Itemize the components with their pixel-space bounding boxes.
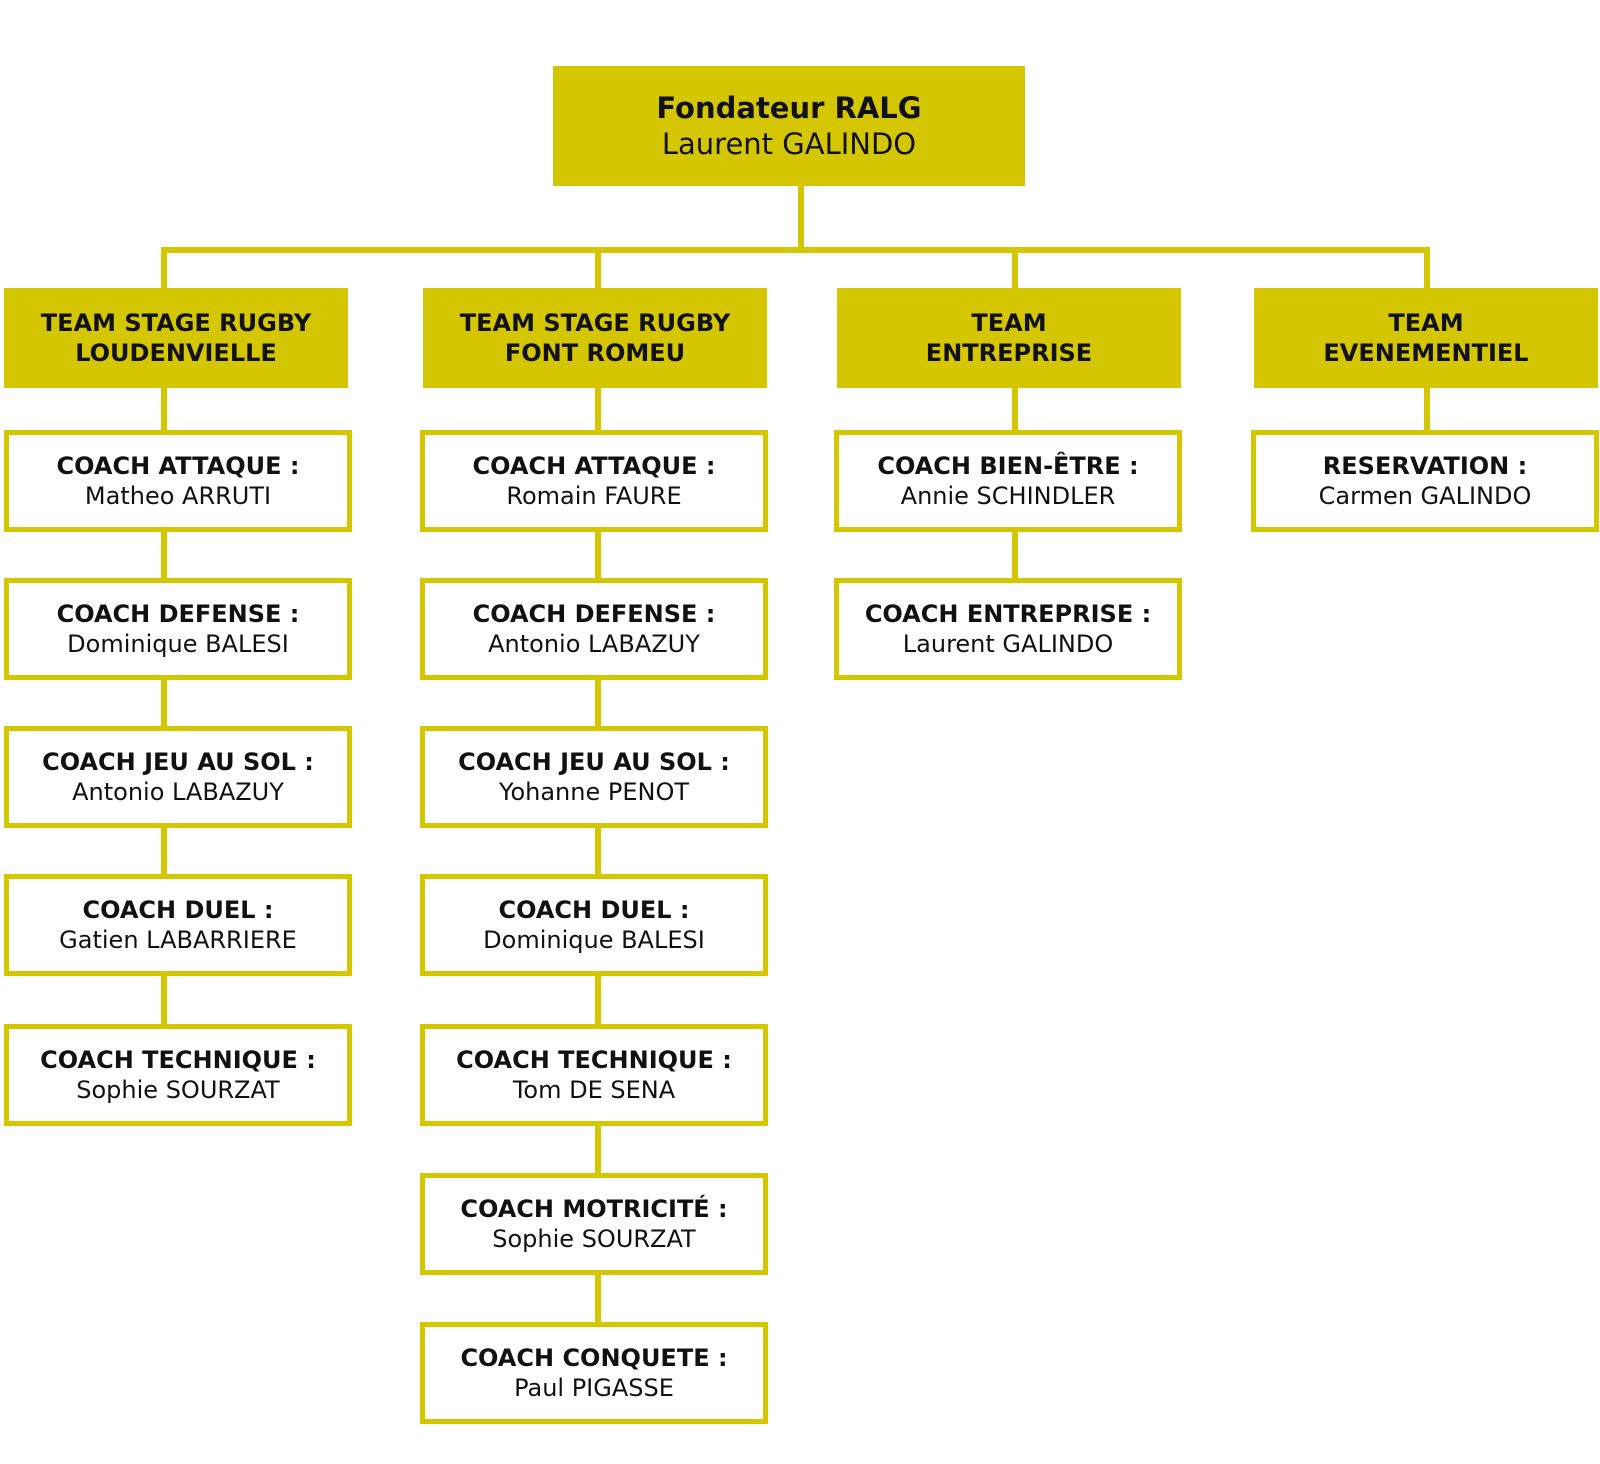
member-role: COACH DEFENSE : (56, 600, 300, 628)
member-role: COACH TECHNIQUE : (40, 1046, 316, 1074)
team-title-line: ENTREPRISE (925, 339, 1093, 367)
member-box: RESERVATION :Carmen GALINDO (1251, 430, 1599, 532)
member-box: COACH ENTREPRISE :Laurent GALINDO (834, 578, 1182, 680)
member-name: Matheo ARRUTI (84, 482, 272, 510)
member-role: COACH JEU AU SOL : (42, 748, 314, 776)
team-title-line: TEAM STAGE RUGBY (40, 309, 312, 337)
team-title-line: TEAM STAGE RUGBY (459, 309, 731, 337)
member-role: COACH DUEL : (498, 896, 690, 924)
member-role: COACH TECHNIQUE : (456, 1046, 732, 1074)
member-role: COACH ENTREPRISE : (864, 600, 1152, 628)
member-name: Romain FAURE (506, 482, 682, 510)
member-name: Paul PIGASSE (514, 1374, 674, 1402)
member-name: Laurent GALINDO (902, 630, 1114, 658)
member-box: COACH ATTAQUE :Matheo ARRUTI (4, 430, 352, 532)
member-name: Antonio LABAZUY (72, 778, 284, 806)
root-box: Fondateur RALG Laurent GALINDO (553, 66, 1025, 186)
member-name: Gatien LABARRIERE (59, 926, 297, 954)
member-name: Sophie SOURZAT (492, 1225, 696, 1253)
member-role: COACH JEU AU SOL : (458, 748, 730, 776)
member-role: COACH BIEN-ÊTRE : (877, 452, 1139, 480)
member-box: COACH TECHNIQUE :Tom DE SENA (420, 1024, 768, 1126)
team-title-line: TEAM (1388, 309, 1464, 337)
member-role: COACH DEFENSE : (472, 600, 716, 628)
member-name: Dominique BALESI (67, 630, 289, 658)
member-name: Carmen GALINDO (1318, 482, 1532, 510)
team-title-line: TEAM (971, 309, 1047, 337)
member-box: COACH CONQUETE :Paul PIGASSE (420, 1322, 768, 1424)
member-box: COACH MOTRICITÉ :Sophie SOURZAT (420, 1173, 768, 1275)
member-name: Tom DE SENA (512, 1076, 676, 1104)
member-name: Dominique BALESI (483, 926, 705, 954)
member-box: COACH TECHNIQUE :Sophie SOURZAT (4, 1024, 352, 1126)
member-name: Annie SCHINDLER (900, 482, 1116, 510)
member-box: COACH DEFENSE :Dominique BALESI (4, 578, 352, 680)
member-name: Sophie SOURZAT (76, 1076, 280, 1104)
root-name: Laurent GALINDO (661, 127, 917, 161)
member-box: COACH DUEL :Dominique BALESI (420, 874, 768, 976)
team-title-line: LOUDENVIELLE (75, 339, 277, 367)
member-box: COACH JEU AU SOL :Yohanne PENOT (420, 726, 768, 828)
member-name: Yohanne PENOT (498, 778, 690, 806)
member-name: Antonio LABAZUY (488, 630, 700, 658)
member-role: COACH MOTRICITÉ : (460, 1195, 728, 1223)
member-role: COACH ATTAQUE : (56, 452, 300, 480)
member-role: COACH CONQUETE : (460, 1344, 728, 1372)
member-role: COACH DUEL : (82, 896, 274, 924)
member-box: COACH BIEN-ÊTRE :Annie SCHINDLER (834, 430, 1182, 532)
member-box: COACH DEFENSE :Antonio LABAZUY (420, 578, 768, 680)
member-role: COACH ATTAQUE : (472, 452, 716, 480)
root-title: Fondateur RALG (656, 91, 922, 125)
member-box: COACH JEU AU SOL :Antonio LABAZUY (4, 726, 352, 828)
member-box: COACH DUEL :Gatien LABARRIERE (4, 874, 352, 976)
team-title-line: EVENEMENTIEL (1323, 339, 1529, 367)
member-role: RESERVATION : (1322, 452, 1528, 480)
team-title-line: FONT ROMEU (504, 339, 686, 367)
member-box: COACH ATTAQUE :Romain FAURE (420, 430, 768, 532)
